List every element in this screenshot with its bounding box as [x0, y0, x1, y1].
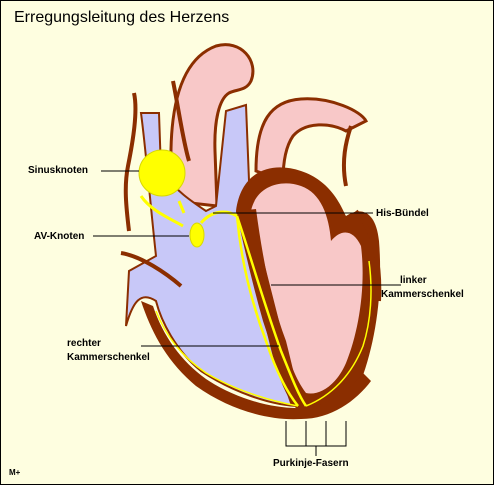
- left-ventricle-chamber: [251, 183, 363, 394]
- credit-mark: M+: [9, 468, 21, 477]
- diagram-title: Erregungsleitung des Herzens: [14, 9, 230, 26]
- left-bundle-branch: [235, 215, 308, 407]
- conduction-arrow-2: [177, 200, 186, 214]
- his-bundle: [199, 210, 238, 225]
- vena-cava-inferior: [120, 251, 183, 288]
- pulmonary-vein: [341, 125, 353, 187]
- label-his-buendel: His-Bündel: [376, 208, 429, 219]
- label-rechter-line2: Kammerschenkel: [67, 352, 150, 363]
- leader-purkinje: [285, 421, 347, 456]
- purkinje-fibers-path: [155, 260, 372, 407]
- right-heart-chamber: [125, 103, 303, 408]
- label-linker-line1: linker: [400, 275, 427, 286]
- conduction-arrow-1: [139, 195, 184, 228]
- aorta: [169, 43, 255, 208]
- ventricle-right-border: [354, 209, 382, 302]
- label-rechter-line1: rechter: [67, 338, 101, 349]
- av-node: [189, 222, 205, 248]
- label-av-knoten: AV-Knoten: [34, 231, 85, 242]
- aorta-branch: [171, 80, 191, 162]
- sinus-node: [138, 149, 186, 197]
- pulmonary-artery: [254, 97, 369, 184]
- label-purkinje-fasern: Purkinje-Fasern: [273, 458, 349, 469]
- label-sinusknoten: Sinusknoten: [28, 165, 89, 176]
- label-linker-line2: Kammerschenkel: [381, 289, 464, 300]
- right-bundle-branch: [235, 215, 299, 407]
- septum: [236, 209, 301, 406]
- vena-cava-superior: [123, 92, 138, 232]
